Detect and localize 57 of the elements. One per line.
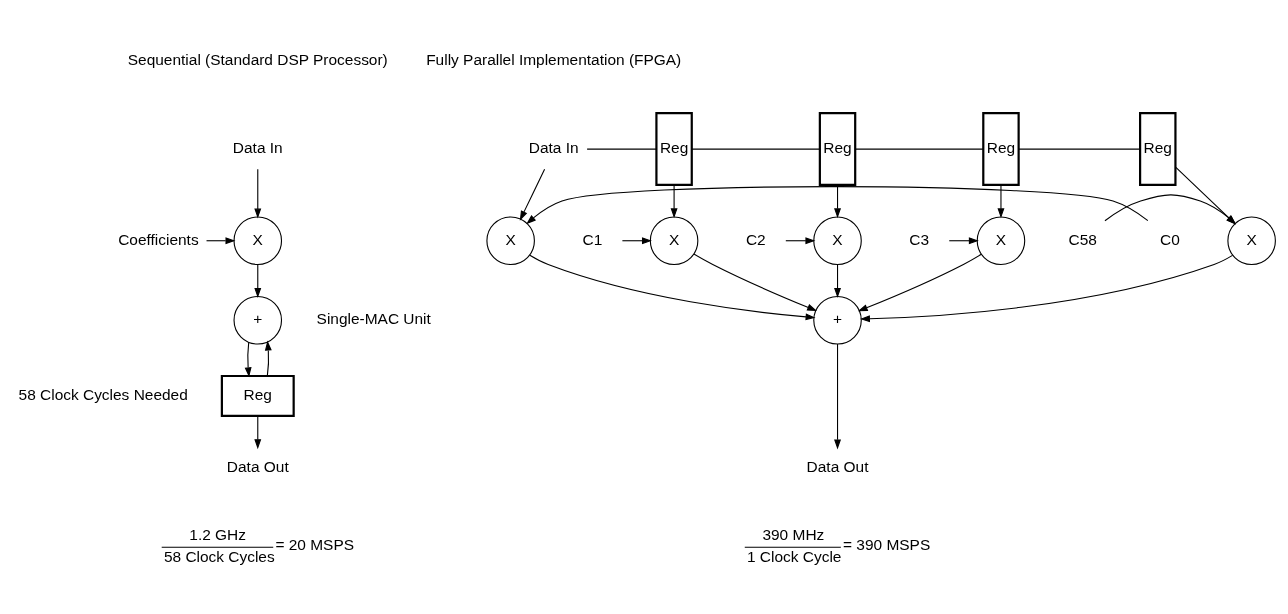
node-circle: +: [233, 295, 283, 345]
arrow: [621, 237, 652, 245]
arrow: [948, 237, 979, 245]
node-box: Reg: [655, 112, 693, 187]
node-text: Data Out: [226, 457, 289, 475]
connector: [586, 148, 657, 150]
label: 58 Clock Cycles Needed: [18, 385, 188, 403]
arrow: [997, 184, 1005, 219]
node-text: C0: [1160, 230, 1180, 248]
arrow: [254, 415, 262, 450]
arrow: [834, 184, 841, 219]
label: 58 Clock Cycles: [163, 547, 275, 565]
arrow: [860, 254, 1234, 323]
node-text: C3: [909, 230, 930, 248]
arrow: [1175, 166, 1237, 225]
arrow: [254, 264, 262, 298]
node-box: Reg: [220, 374, 295, 417]
arrow: [526, 186, 1149, 225]
arrow: [529, 254, 816, 321]
node-circle: +: [813, 295, 862, 345]
node-circle: X: [233, 216, 283, 266]
label: = 20 MSPS: [275, 536, 355, 554]
node-text: C2: [745, 230, 766, 248]
node-text: Data In: [232, 139, 283, 157]
node-box: Reg: [818, 112, 857, 187]
node-circle: X: [649, 216, 699, 266]
arrow: [244, 341, 252, 378]
node-text: C58: [1068, 230, 1097, 248]
node-box: Reg: [1139, 112, 1177, 187]
node-text: C1: [582, 230, 603, 248]
connector: [691, 148, 821, 150]
node-box: Reg: [982, 112, 1020, 187]
arrow: [670, 184, 678, 219]
arrow: [519, 168, 546, 221]
label: Fully Parallel Implementation (FPGA): [426, 51, 682, 69]
arrow: [785, 237, 816, 245]
arrow: [834, 343, 841, 450]
arrow: [1104, 194, 1237, 225]
arrow: [693, 253, 818, 312]
arrow: [205, 237, 236, 245]
connector: [1018, 148, 1141, 150]
node-text: Data In: [528, 139, 579, 157]
node-text: Data Out: [806, 457, 869, 475]
label: 390 MHz: [762, 525, 825, 543]
arrow: [834, 264, 841, 298]
node-circle: X: [976, 216, 1026, 266]
connector: [854, 148, 984, 150]
label: Sequential (Standard DSP Processor): [127, 51, 388, 69]
arrow: [264, 340, 272, 377]
label: 1.2 GHz: [189, 525, 246, 543]
node-text: Coefficients: [118, 230, 199, 248]
label: 1 Clock Cycle: [746, 547, 842, 565]
label: = 390 MSPS: [843, 536, 931, 554]
label: Single-MAC Unit: [316, 310, 431, 328]
arrow: [857, 253, 982, 312]
arrow: [254, 168, 262, 219]
node-circle: X: [813, 216, 862, 266]
